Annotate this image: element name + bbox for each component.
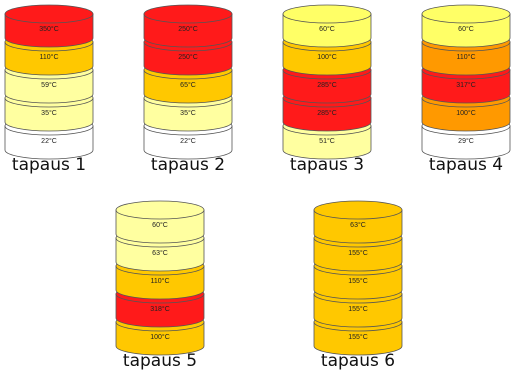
cylinder-stack-1: 22°C 35°C 59°C 110°C 350°C tapaus 1 — [4, 4, 94, 175]
case-label: tapaus 1 — [12, 155, 86, 175]
segment-body — [421, 125, 511, 160]
temperature-label: 155°C — [348, 277, 368, 285]
temperature-label: 51°C — [319, 137, 335, 145]
temperature-label: 110°C — [456, 53, 475, 61]
segment-body — [313, 237, 403, 272]
temperature-label: 285°C — [317, 81, 337, 89]
temperature-label: 65°C — [180, 81, 196, 89]
temperature-label: 60°C — [319, 25, 335, 33]
segment-top — [4, 4, 94, 24]
case-label: tapaus 6 — [321, 351, 395, 371]
segment-body — [4, 69, 94, 104]
segment-body — [4, 41, 94, 76]
temperature-label: 100°C — [150, 333, 170, 341]
case-label: tapaus 2 — [151, 155, 225, 175]
case-label: tapaus 5 — [123, 351, 197, 371]
segment-body — [313, 265, 403, 300]
segment-body — [313, 209, 403, 244]
segment-body — [421, 13, 511, 48]
segment-top — [421, 4, 511, 24]
segment-body — [4, 13, 94, 48]
temperature-label: 63°C — [152, 249, 168, 257]
cylinder-stack-6: 155°C 155°C 155°C 155°C 63°C tapaus 6 — [313, 200, 403, 371]
segment-body — [421, 97, 511, 132]
temperature-label: 155°C — [348, 305, 368, 313]
cylinder-stack-4: 29°C 100°C 317°C 110°C 60°C tapaus 4 — [421, 4, 511, 175]
temperature-label: 63°C — [350, 221, 366, 229]
temperature-label: 250°C — [178, 53, 198, 61]
segment-top — [282, 4, 372, 24]
segment-body — [313, 321, 403, 356]
temperature-label: 250°C — [178, 25, 198, 33]
segment-1: 60°C — [115, 200, 205, 244]
segment-body — [115, 265, 205, 300]
segment-body — [421, 69, 511, 104]
segment-body — [282, 69, 372, 104]
segment-body — [282, 125, 372, 160]
temperature-label: 318°C — [150, 305, 170, 313]
segment-body — [115, 321, 205, 356]
cylinder-stack-3: 51°C 285°C 285°C 100°C 60°C tapaus 3 — [282, 4, 372, 175]
segment-top — [313, 200, 403, 220]
segment-1: 350°C — [4, 4, 94, 48]
temperature-label: 155°C — [348, 333, 368, 341]
temperature-label: 35°C — [41, 109, 57, 117]
segment-body — [143, 13, 233, 48]
segment-body — [143, 69, 233, 104]
temperature-label: 110°C — [150, 277, 169, 285]
temperature-label: 60°C — [152, 221, 168, 229]
temperature-label: 35°C — [180, 109, 196, 117]
segment-top — [115, 200, 205, 220]
segment-body — [313, 293, 403, 328]
segment-body — [115, 293, 205, 328]
case-label: tapaus 4 — [429, 155, 503, 175]
temperature-label: 350°C — [39, 25, 59, 33]
segment-1: 60°C — [282, 4, 372, 48]
temperature-label: 285°C — [317, 109, 337, 117]
temperature-label: 22°C — [41, 137, 57, 145]
segment-body — [282, 13, 372, 48]
segment-body — [282, 97, 372, 132]
segment-body — [115, 209, 205, 244]
temperature-label: 155°C — [348, 249, 368, 257]
segment-body — [282, 41, 372, 76]
segment-body — [4, 97, 94, 132]
segment-body — [143, 97, 233, 132]
segment-1: 63°C — [313, 200, 403, 244]
segment-body — [143, 125, 233, 160]
temperature-label: 317°C — [456, 81, 476, 89]
segment-body — [4, 125, 94, 160]
temperature-label: 59°C — [41, 81, 57, 89]
temperature-label: 110°C — [39, 53, 58, 61]
segment-1: 60°C — [421, 4, 511, 48]
segment-body — [421, 41, 511, 76]
segment-1: 250°C — [143, 4, 233, 48]
segment-body — [143, 41, 233, 76]
temperature-label: 100°C — [317, 53, 337, 61]
case-label: tapaus 3 — [290, 155, 364, 175]
cylinder-stack-5: 100°C 318°C 110°C 63°C 60°C tapaus 5 — [115, 200, 205, 371]
temperature-label: 29°C — [458, 137, 474, 145]
temperature-label: 22°C — [180, 137, 196, 145]
temperature-label: 100°C — [456, 109, 476, 117]
segment-top — [143, 4, 233, 24]
segment-body — [115, 237, 205, 272]
cylinder-stack-2: 22°C 35°C 65°C 250°C 250°C tapaus 2 — [143, 4, 233, 175]
temperature-label: 60°C — [458, 25, 474, 33]
